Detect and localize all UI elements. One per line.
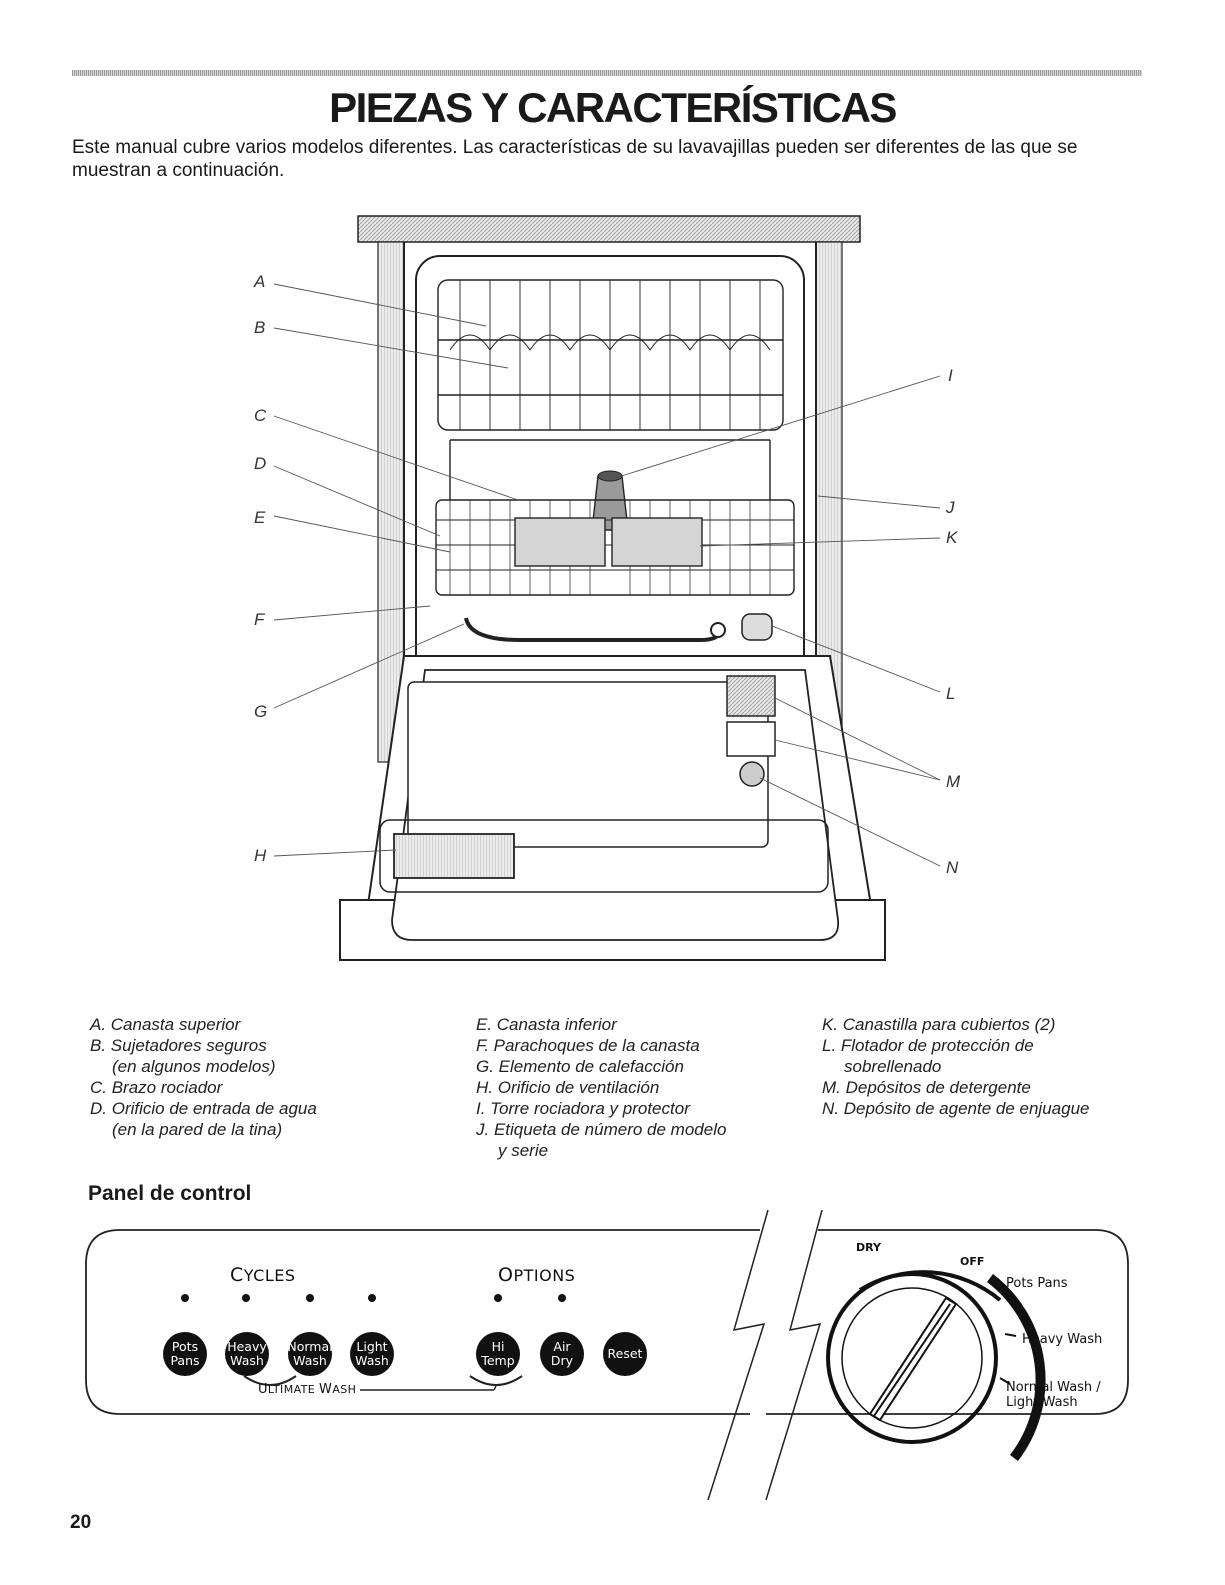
callout-m: M <box>946 772 961 791</box>
legend-item-f: F. Parachoques de la canasta <box>476 1036 700 1055</box>
callout-h: H <box>254 846 267 865</box>
indicator-light-heavy-wash <box>242 1294 250 1302</box>
legend-column-2: E. Canasta inferior F. Parachoques de la… <box>476 1014 726 1161</box>
callout-c: C <box>254 406 267 425</box>
callout-a: A <box>254 272 266 291</box>
legend-item-l: L. Flotador de protección de <box>822 1036 1034 1055</box>
page-number: 20 <box>70 1512 92 1533</box>
legend-item-d-note: (en la pared de la tina) <box>112 1120 283 1139</box>
callout-l: L <box>946 684 956 703</box>
callout-j: J <box>946 498 955 517</box>
legend-item-b-note: (en algunos modelos) <box>112 1057 276 1076</box>
legend-column-3: K. Canastilla para cubiertos (2) L. Flot… <box>822 1014 1089 1119</box>
legend-item-n: N. Depósito de agente de enjuague <box>822 1099 1090 1118</box>
legend-item-i: I. Torre rociadora y protector <box>476 1099 690 1118</box>
dial-label-heavy-wash: Heavy Wash <box>1022 1332 1103 1347</box>
dial-label-dry: DRY <box>856 1241 881 1254</box>
legend-item-d: D. Orificio de entrada de agua <box>90 1099 317 1118</box>
callout-f: F <box>254 610 265 629</box>
legend-item-c: C. Brazo rociador <box>90 1078 223 1097</box>
callout-e: E <box>254 508 266 527</box>
dial-label-normal-wash: Normal Wash / Light Wash <box>1006 1380 1101 1410</box>
cycle-selector-dial[interactable] <box>828 1274 996 1442</box>
legend-item-m: M. Depósitos de detergente <box>822 1078 1031 1097</box>
intro-text: Este manual cubre varios modelos diferen… <box>72 137 1078 181</box>
callout-b: B <box>254 318 266 337</box>
cycles-label: CYCLES <box>230 1264 296 1286</box>
top-rule <box>72 70 1142 76</box>
indicator-light-light-wash <box>368 1294 376 1302</box>
legend-item-b: B. Sujetadores seguros <box>90 1036 267 1055</box>
legend-item-g: G. Elemento de calefacción <box>476 1057 684 1076</box>
callout-k: K <box>946 528 958 547</box>
dishwasher-illustration <box>273 215 941 961</box>
options-label: OPTIONS <box>498 1264 576 1286</box>
ultimate-wash-label: ULTIMATE WASH <box>258 1382 357 1397</box>
legend-item-h: H. Orificio de ventilación <box>476 1078 660 1097</box>
legend-item-k: K. Canastilla para cubiertos (2) <box>822 1015 1056 1034</box>
dishwasher-diagram: A B C D E F G H I J K L M N <box>0 200 1225 980</box>
callout-i: I <box>948 366 953 385</box>
reset-button[interactable]: Reset <box>603 1332 647 1376</box>
legend-item-j: J. Etiqueta de número de modelo <box>476 1120 727 1139</box>
legend-item-j-note: y serie <box>498 1141 549 1160</box>
legend-item-e: E. Canasta inferior <box>476 1015 617 1034</box>
legend-column-1: A. Canasta superior B. Sujetadores segur… <box>90 1014 317 1140</box>
indicator-light-air-dry <box>558 1294 566 1302</box>
dial-label-off: OFF <box>960 1255 985 1268</box>
legend-item-l-note: sobrellenado <box>844 1057 942 1076</box>
page-title: PIEZAS Y CARACTERÍSTICAS <box>329 84 897 131</box>
callout-n: N <box>946 858 959 877</box>
dial-label-pots-pans: Pots Pans <box>1006 1276 1068 1291</box>
indicator-light-normal-wash <box>306 1294 314 1302</box>
callout-d: D <box>254 454 267 473</box>
control-panel-heading: Panel de control <box>88 1182 252 1205</box>
indicator-light-pots-pans <box>181 1294 189 1302</box>
callout-g: G <box>254 702 268 721</box>
indicator-light-hi-temp <box>494 1294 502 1302</box>
control-panel-outline <box>85 1209 1129 1501</box>
legend-item-a: A. Canasta superior <box>90 1015 241 1034</box>
